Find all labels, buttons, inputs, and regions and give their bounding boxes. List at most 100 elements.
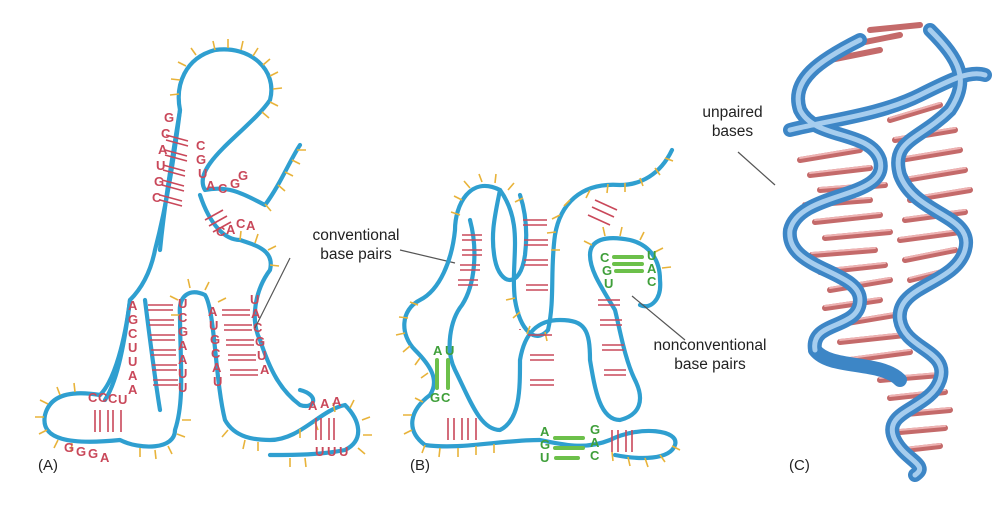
panel-b-backbone-inner bbox=[447, 217, 663, 433]
panel-a-foot-pairs bbox=[94, 410, 335, 440]
nt-a-frb-2: U bbox=[339, 444, 348, 459]
nt-a-loop-2: A bbox=[226, 222, 236, 237]
unpaired-leader bbox=[737, 151, 776, 186]
nt-a-s2m-6: U bbox=[178, 380, 187, 395]
nt-b-1b-2: C bbox=[647, 274, 657, 289]
nt-a-s2l-3: U bbox=[128, 340, 137, 355]
panel-c-3d-structure bbox=[782, 22, 992, 482]
panel-b-nonconventional-pairs bbox=[435, 255, 644, 460]
nt-a-s3l-4: A bbox=[212, 360, 222, 375]
nt-a-s3l-3: C bbox=[211, 346, 221, 361]
nt-a-s2l-5: A bbox=[128, 368, 138, 383]
nt-a-flt-3: U bbox=[118, 392, 127, 407]
nt-a-s1r-2: U bbox=[198, 166, 207, 181]
nt-b-1b-0: U bbox=[647, 248, 656, 263]
nt-b-4b-2: C bbox=[590, 448, 600, 463]
nt-a-s1r-5: G bbox=[230, 176, 240, 191]
panel-label-b: (B) bbox=[410, 457, 430, 474]
panel-label-c: (C) bbox=[789, 457, 810, 474]
panel-b-base-ticks bbox=[395, 157, 681, 468]
callout-conventional-line1: conventional bbox=[312, 227, 400, 244]
nt-b-4b-1: A bbox=[590, 435, 600, 450]
panel-a-stem1-pairs bbox=[159, 134, 232, 233]
nt-a-frb-0: U bbox=[315, 444, 324, 459]
panel-a-nucleotides: G C A U G C C G U A C G G C A C A A G C … bbox=[64, 110, 348, 465]
callout-nonconventional-base-pairs: nonconventional base pairs bbox=[635, 336, 785, 374]
nt-b-1-1: G bbox=[602, 263, 612, 278]
nt-a-flt-0: C bbox=[88, 390, 98, 405]
panel-label-a: (A) bbox=[38, 457, 58, 474]
nt-a-loop-1: C bbox=[216, 224, 226, 239]
nt-a-s3r-2: C bbox=[253, 320, 263, 335]
panel-b-pairs bbox=[447, 199, 633, 452]
nt-a-s3l-1: U bbox=[209, 318, 218, 333]
nt-a-s1l-5: C bbox=[152, 190, 162, 205]
nt-a-loop-0: G bbox=[238, 168, 248, 183]
nt-a-s2m-1: C bbox=[178, 310, 188, 325]
nt-a-s1r-0: C bbox=[196, 138, 206, 153]
nt-a-s2m-5: U bbox=[178, 366, 187, 381]
nt-a-s2l-2: C bbox=[128, 326, 138, 341]
nt-b-3-1: C bbox=[441, 390, 451, 405]
callout-nonconventional-line2: base pairs bbox=[674, 356, 746, 373]
nt-a-s1l-4: G bbox=[154, 174, 164, 189]
panel-a-base-ticks bbox=[35, 39, 372, 468]
nt-b-1-0: C bbox=[600, 250, 610, 265]
nt-a-s3l-5: U bbox=[213, 374, 222, 389]
panel-a-backbone-inner bbox=[157, 107, 316, 409]
nonconventional-leader bbox=[631, 295, 686, 341]
panel-a-backbone-left-stem bbox=[102, 297, 163, 413]
nt-a-s3r-0: U bbox=[250, 292, 259, 307]
nt-a-s1r-4: C bbox=[218, 181, 228, 196]
panel-c-ribbons bbox=[782, 23, 992, 482]
callout-nonconventional-line1: nonconventional bbox=[653, 337, 767, 354]
nt-a-frt-0: A bbox=[308, 398, 318, 413]
panel-b-backbone bbox=[402, 147, 678, 461]
nt-a-s2m-2: G bbox=[178, 324, 188, 339]
nt-a-frt-1: A bbox=[320, 396, 330, 411]
nt-a-s3r-5: A bbox=[260, 362, 270, 377]
panel-a-stem3-pairs bbox=[222, 309, 258, 376]
nt-a-s1l-0: G bbox=[164, 110, 174, 125]
nt-a-flt-2: C bbox=[108, 391, 118, 406]
nt-b-4b-0: G bbox=[590, 422, 600, 437]
nt-a-flt-1: C bbox=[98, 390, 108, 405]
nt-a-flb-3: A bbox=[100, 450, 110, 465]
nt-a-s1r-1: G bbox=[196, 152, 206, 167]
nt-a-s1l-3: U bbox=[156, 158, 165, 173]
nt-a-loop-3: C bbox=[236, 216, 246, 231]
nt-b-2-1: U bbox=[445, 343, 454, 358]
conventional-leader-a bbox=[254, 257, 291, 329]
panel-b-nucleotides: C G U U A C A U G C A G U G A C bbox=[430, 248, 657, 465]
nt-b-4-2: U bbox=[540, 450, 549, 465]
panel-a-stem2-pairs bbox=[148, 304, 178, 386]
nt-a-s3r-4: U bbox=[257, 348, 266, 363]
callout-unpaired-line2: bases bbox=[711, 123, 754, 140]
nt-a-flb-0: G bbox=[64, 440, 74, 455]
nt-a-flb-1: G bbox=[76, 444, 86, 459]
nt-b-2-0: A bbox=[433, 343, 443, 358]
nt-a-s1l-1: C bbox=[161, 126, 171, 141]
nt-a-loop-4: A bbox=[246, 218, 256, 233]
nt-b-1-2: U bbox=[604, 276, 613, 291]
callout-unpaired-bases: unpaired bases bbox=[690, 103, 775, 141]
nt-a-s3l-2: G bbox=[210, 332, 220, 347]
nt-a-frb-1: U bbox=[327, 444, 336, 459]
nt-a-s2m-4: A bbox=[178, 352, 188, 367]
nt-a-s1r-3: A bbox=[206, 178, 216, 193]
nt-b-4-1: G bbox=[540, 437, 550, 452]
conventional-leader-b bbox=[399, 249, 456, 264]
callout-conventional-line2: base pairs bbox=[320, 246, 392, 263]
nt-a-s3l-0: A bbox=[208, 304, 218, 319]
nt-a-s2l-4: U bbox=[128, 354, 137, 369]
nt-b-1b-1: A bbox=[647, 261, 657, 276]
nt-a-flb-2: G bbox=[88, 446, 98, 461]
nt-a-s3r-1: A bbox=[251, 306, 261, 321]
nt-b-3-0: G bbox=[430, 390, 440, 405]
nt-a-s2l-6: A bbox=[128, 382, 138, 397]
nt-a-s3r-3: G bbox=[255, 334, 265, 349]
callout-conventional-base-pairs: conventional base pairs bbox=[296, 226, 416, 264]
nt-a-s2l-1: G bbox=[128, 312, 138, 327]
nt-a-s2m-0: U bbox=[178, 296, 187, 311]
